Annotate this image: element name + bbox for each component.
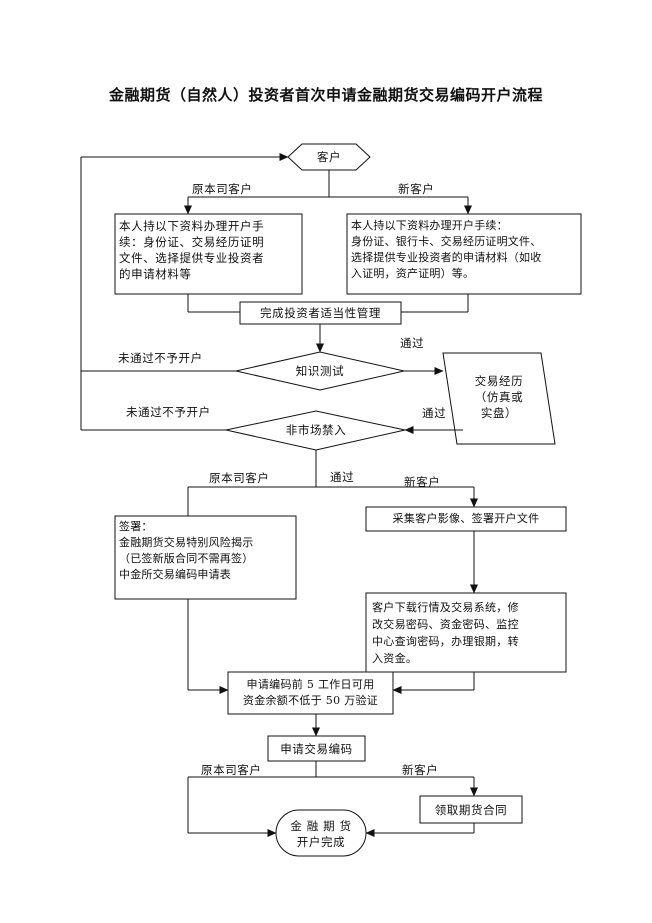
edge-label-existing-1: 原本司客户	[192, 182, 253, 196]
existing-docs-line-2: 续：身份证、交易经历证明	[119, 235, 265, 249]
apply-code-label: 申请交易编码	[280, 742, 353, 756]
sign-line-3: （已签新版合同不需再签）	[119, 552, 254, 565]
complete-text: 金 融 期 货 开户完成	[276, 818, 366, 850]
sign-box-shape	[114, 515, 297, 600]
new-docs-line-3: 选择提供专业投资者的申请材料（如收	[351, 251, 542, 264]
existing-docs-line-1: 本人持以下资料办理开户手	[119, 219, 265, 233]
edge-label-existing-2: 原本司客户	[209, 471, 270, 485]
customer-node-shape	[287, 143, 371, 171]
trading-exp-shape	[442, 352, 556, 445]
edge-label-fail-1: 未通过不予开户	[118, 351, 203, 365]
non-market-ban-label: 非市场禁入	[285, 423, 347, 437]
contract-label: 领取期货合同	[434, 803, 508, 817]
download-line-3: 中心查询密码，办理银期，转	[372, 635, 519, 648]
new-docs-line-1: 本人持以下资料办理开户手续：	[351, 219, 508, 232]
edge-label-pass-2: 通过	[422, 406, 447, 420]
verify-box-shape	[227, 671, 394, 715]
sign-text: 签署： 金融期货交易特别风险揭示 （已签新版合同不需再签） 中金所交易编码申请表	[119, 519, 295, 583]
edge-label-new-2: 新客户	[404, 475, 441, 489]
trading-exp-line-1: 交易经历	[474, 374, 524, 388]
edge-label-pass-3: 通过	[330, 470, 355, 484]
existing-docs-text: 本人持以下资料办理开户手 续：身份证、交易经历证明 文件、选择提供专业投资者 的…	[119, 218, 301, 282]
new-docs-line-2: 身份证、银行卡、交易经历证明文件、	[351, 235, 542, 248]
download-box-shape	[365, 592, 567, 673]
sign-line-1: 签署：	[119, 520, 153, 533]
new-docs-line-4: 入证明，资产证明）等。	[351, 267, 475, 280]
existing-docs-line-3: 文件、选择提供专业投资者	[119, 251, 265, 265]
edge-label-pass-1: 通过	[400, 336, 425, 350]
edge-label-fail-2: 未通过不予开户	[126, 405, 211, 419]
new-docs-box-shape	[346, 213, 582, 295]
sign-line-2: 金融期货交易特别风险揭示	[119, 536, 254, 549]
non-market-ban-diamond-shape	[225, 410, 406, 451]
page-title: 金融期货（自然人）投资者首次申请金融期货交易编码开户流程	[108, 86, 543, 104]
edge-label-new-1: 新客户	[398, 182, 435, 196]
existing-docs-box-shape	[114, 213, 303, 295]
trading-exp-line-3: 实盘）	[480, 406, 518, 420]
customer-node-label: 客户	[316, 150, 342, 164]
collect-label: 采集客户影像、签署开户文件	[392, 512, 540, 525]
knowledge-test-label: 知识测试	[295, 364, 345, 378]
verify-line-1: 申请编码前 5 工作日可用	[246, 678, 375, 691]
verify-line-2: 资金余额不低于 50 万验证	[242, 694, 379, 707]
download-text: 客户下载行情及交易系统，修 改交易密码、资金密码、监控 中心查询密码，办理银期，…	[372, 599, 564, 667]
sign-line-4: 中金所交易编码申请表	[119, 568, 231, 581]
contract-box-shape	[419, 795, 523, 824]
new-docs-text: 本人持以下资料办理开户手续： 身份证、银行卡、交易经历证明文件、 选择提供专业投…	[351, 218, 580, 282]
suitability-label: 完成投资者适当性管理	[260, 306, 381, 320]
trading-exp-line-2: （仿真或	[474, 390, 524, 404]
verify-text: 申请编码前 5 工作日可用 资金余额不低于 50 万验证	[228, 677, 393, 709]
trading-exp-text: 交易经历 （仿真或 实盘）	[456, 373, 542, 421]
edge-label-new-3: 新客户	[402, 763, 439, 777]
complete-line-1: 金 融 期 货	[290, 819, 352, 833]
existing-docs-line-4: 的申请材料等	[119, 267, 192, 281]
download-line-1: 客户下载行情及交易系统，修	[372, 601, 519, 614]
complete-line-2: 开户完成	[296, 835, 346, 849]
download-line-4: 入资金。	[372, 652, 418, 665]
download-line-2: 改交易密码、资金密码、监控	[372, 618, 519, 631]
edge-label-existing-3: 原本司客户	[201, 763, 262, 777]
collect-box-shape	[365, 506, 567, 532]
complete-terminal-shape	[275, 809, 367, 857]
